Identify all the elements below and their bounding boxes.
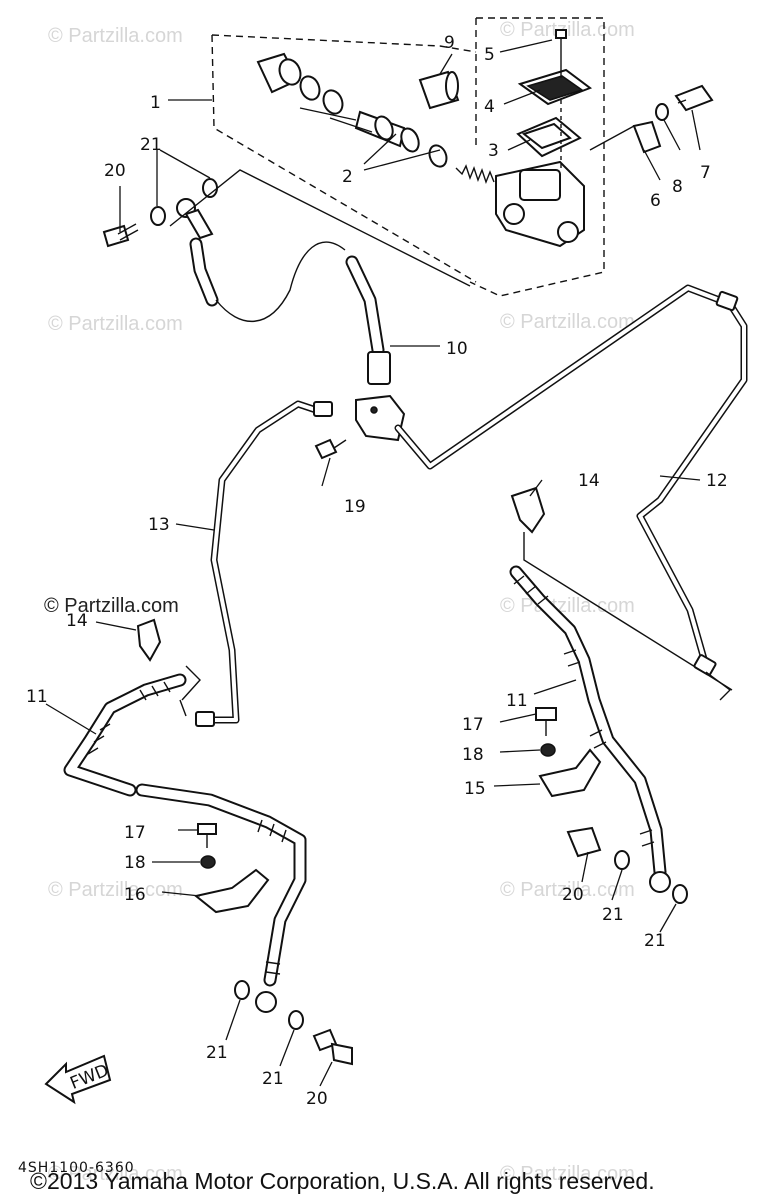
watermark: © Partzilla.com [48,25,183,47]
watermark: © Partzilla.com [48,879,183,901]
spring [455,164,495,185]
right-brake-pipe [394,284,748,701]
hose-holder [538,748,602,798]
callout-11-right: 11 [506,691,528,711]
copper-washer [288,1010,304,1030]
callout-2: 2 [342,167,353,187]
callout-3: 3 [488,141,499,161]
watermark: © Partzilla.com [500,879,635,901]
master-cylinder-internals [102,29,714,287]
brake-hose-joint [314,394,406,460]
callout-19: 19 [344,497,366,517]
watermark: © Partzilla.com [500,311,635,333]
callout-17-left: 17 [124,823,146,843]
callout-21-top: 21 [140,135,162,155]
banjo-bolt [566,826,602,858]
callout-18-left: 18 [124,853,146,873]
master-cylinder-holder [632,120,662,154]
banjo-fitting [255,991,277,1013]
washer [200,855,216,869]
callout-20-top: 20 [104,161,126,181]
hose-clip [510,486,546,534]
cap-screw [555,29,567,39]
callout-12: 12 [706,471,728,491]
joint-bolt [314,438,338,460]
callout-21-bottom: 21 [262,1069,284,1089]
watermark: © Partzilla.com [500,19,635,41]
bolt [197,823,217,835]
copyright-notice: ©2013 Yamaha Motor Corporation, U.S.A. A… [30,1168,655,1194]
callout-20-bottom: 20 [306,1089,328,1109]
watermark: © Partzilla.com [500,1163,635,1185]
watermarks: © Partzilla.com © Partzilla.com © Partzi… [44,19,635,1185]
left-brake-hose [63,618,353,1066]
right-brake-hose [509,486,733,904]
leader-lines [45,39,701,1087]
callout-8: 8 [672,177,683,197]
callout-14-right: 14 [578,471,600,491]
watermark: © Partzilla.com [44,595,179,617]
callout-16: 16 [124,885,146,905]
hose-clip [136,618,162,662]
callout-11-left: 11 [26,687,48,707]
callout-1: 1 [150,93,161,113]
callout-18-right: 18 [462,745,484,765]
holder-bolt [674,84,714,112]
copper-washer [672,884,688,904]
callout-21-right: 21 [602,905,624,925]
forward-direction-arrow: FWD [44,1054,112,1105]
callout-4: 4 [484,97,495,117]
callout-20-right: 20 [562,885,584,905]
copper-washer [150,206,166,226]
banjo-fitting [649,871,671,893]
callout-21-bottom-left: 21 [206,1043,228,1063]
banjo-bolt [102,224,130,248]
copper-washer [234,980,250,1000]
left-brake-pipe [195,400,333,727]
fwd-label: FWD [67,1061,111,1094]
watermark: © Partzilla.com [500,595,635,617]
hose-holder [193,868,270,914]
seal-ring [299,75,321,101]
callout-15: 15 [464,779,486,799]
callout-21-far-right: 21 [644,931,666,951]
watermark: © Partzilla.com [48,1163,183,1185]
washer [540,743,556,757]
callouts: 1 2 3 4 5 6 7 8 9 10 11 11 12 13 14 14 1… [26,33,728,1109]
callout-9: 9 [444,33,455,53]
copper-washer [614,850,630,870]
diagram-reference-code: 4SH1100-6360 [18,1160,135,1176]
callout-17-right: 17 [462,715,484,735]
callout-5: 5 [484,45,495,65]
watermark: © Partzilla.com [48,313,183,335]
callout-7: 7 [700,163,711,183]
bolt [535,707,557,721]
callout-13: 13 [148,515,170,535]
master-cylinder-assembly-outline [211,17,605,297]
callout-6: 6 [650,191,661,211]
callout-14-left: 14 [66,611,88,631]
washer [655,103,669,121]
callout-10: 10 [446,339,468,359]
upper-brake-hose [189,237,391,385]
seal-ring [322,89,344,115]
